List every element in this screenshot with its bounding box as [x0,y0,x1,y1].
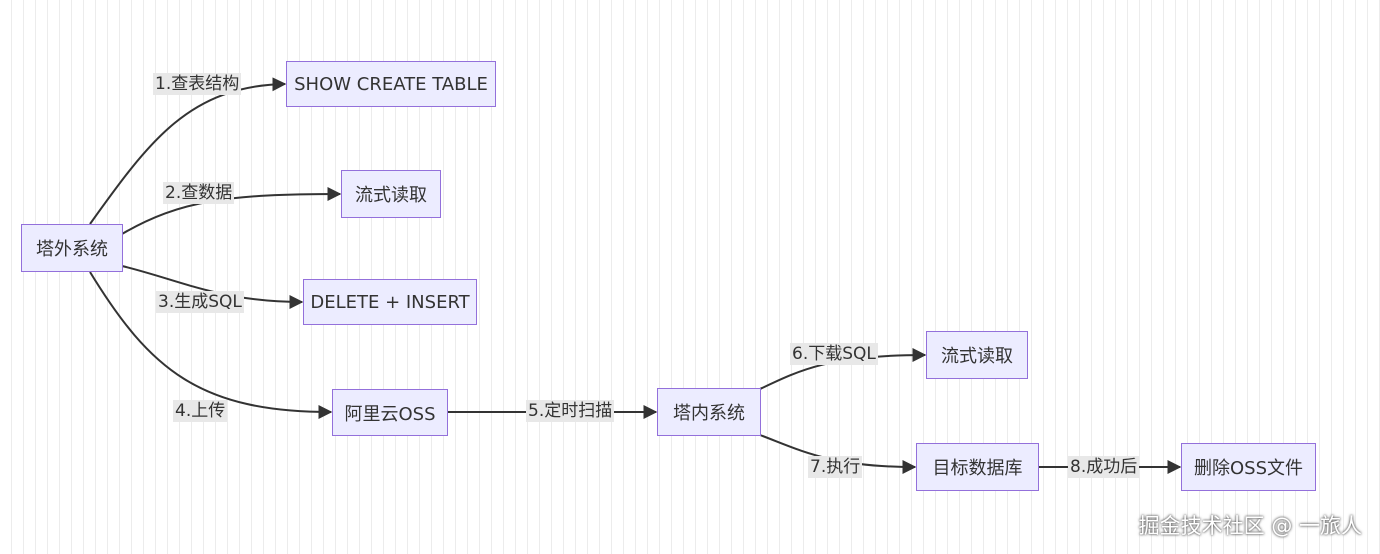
node-show-create-table: SHOW CREATE TABLE [286,61,496,107]
edge-label-2: 2.查数据 [163,182,235,204]
node-delete-insert: DELETE + INSERT [303,279,477,325]
node-aliyun-oss: 阿里云OSS [332,389,448,436]
watermark: 掘金技术社区 @ 一旅人 [1138,514,1362,538]
edge-4-line [89,271,333,419]
edge-3-line [121,265,304,309]
node-delete-oss-file: 删除OSS文件 [1181,443,1316,491]
node-stream-read-2: 流式读取 [926,331,1028,379]
edge-label-6: 6.下载SQL [790,343,878,365]
edge-1-line [89,77,287,225]
edge-label-3: 3.生成SQL [156,291,244,313]
node-ta-nei: 塔内系统 [657,388,761,436]
edge-label-7: 7.执行 [808,456,863,478]
node-ta-wai: 塔外系统 [21,224,123,272]
node-stream-read-1: 流式读取 [341,170,441,218]
edge-label-1: 1.查表结构 [153,73,242,95]
edge-label-4: 4.上传 [173,400,228,422]
node-target-db: 目标数据库 [916,443,1039,491]
edge-label-8: 8.成功后 [1068,456,1140,478]
edge-label-5: 5.定时扫描 [526,400,615,422]
